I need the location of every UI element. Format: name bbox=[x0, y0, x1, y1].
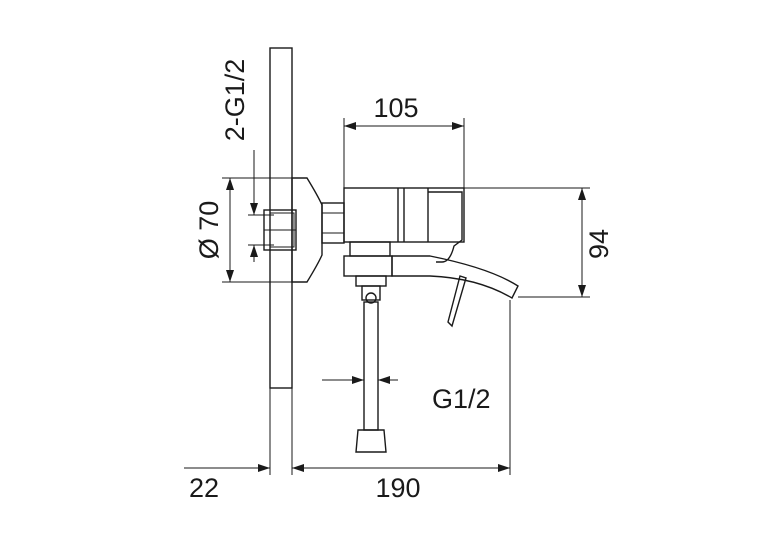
label-total-projection: 190 bbox=[375, 473, 420, 503]
diverter-lever bbox=[447, 275, 467, 328]
wall-section bbox=[269, 47, 293, 475]
mixer-body bbox=[343, 187, 465, 263]
dimension-94: 94 bbox=[464, 187, 614, 298]
dimension-hose-thread: G1/2 bbox=[322, 376, 491, 414]
dimension-thread: 2-G1/2 bbox=[220, 59, 274, 262]
label-spout-depth: 105 bbox=[373, 93, 418, 123]
label-height: 94 bbox=[584, 229, 614, 259]
label-thread-connection: 2-G1/2 bbox=[220, 59, 250, 142]
dimension-diameter-70: Ø 70 bbox=[194, 177, 300, 283]
wall-connector bbox=[263, 209, 297, 251]
spout bbox=[343, 255, 519, 299]
dimension-bottom: 22 190 bbox=[184, 300, 511, 503]
label-hose-thread: G1/2 bbox=[432, 384, 491, 414]
wall-flange bbox=[291, 177, 345, 283]
shower-hose bbox=[355, 275, 387, 453]
dimension-105: 105 bbox=[343, 93, 465, 188]
label-wall-offset: 22 bbox=[189, 473, 219, 503]
label-flange-diameter: Ø 70 bbox=[194, 201, 224, 260]
